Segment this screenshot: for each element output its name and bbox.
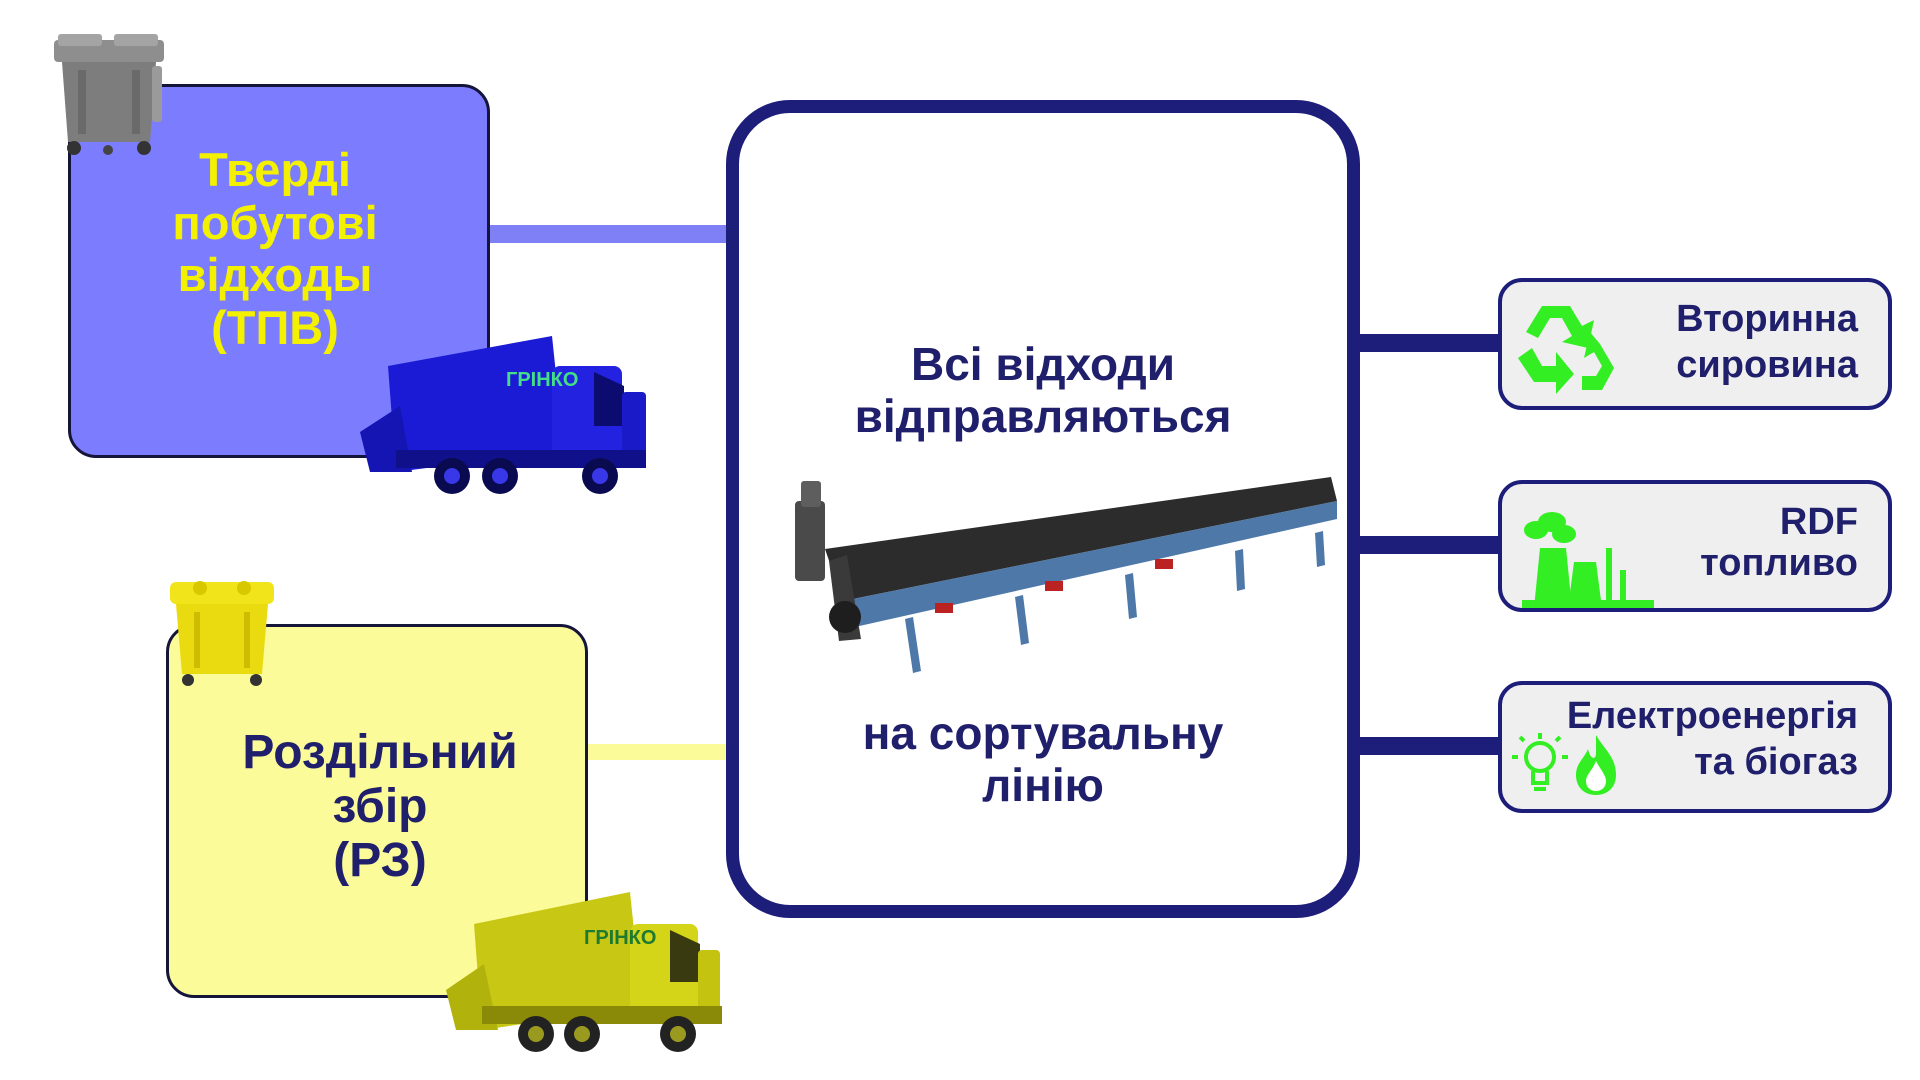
recycle-icon — [1518, 306, 1614, 394]
grey-bin-icon — [54, 34, 164, 155]
truck-logo-text-yellow: ГРІНКО — [584, 927, 656, 949]
truck-logo-text-blue: ГРІНКО — [506, 369, 578, 391]
bulb-flame-icon — [1512, 733, 1616, 795]
output-label-energy-biogas: Електроенергія та біогаз — [1566, 695, 1858, 784]
output-box-rdf-fuel: RDF топливо — [1498, 480, 1892, 612]
source-label-rz: Роздільний збір (РЗ) — [242, 726, 518, 887]
connector-energy — [1358, 737, 1502, 755]
output-box-secondary-raw: Вторинна сировина — [1498, 278, 1892, 410]
yellow-garbage-truck-icon: ГРІНКО — [446, 892, 722, 1052]
output-box-energy-biogas: Електроенергія та біогаз — [1498, 681, 1892, 813]
blue-garbage-truck-icon: ГРІНКО — [360, 336, 646, 494]
connector-rdf — [1358, 536, 1502, 554]
connector-rz — [586, 744, 728, 760]
yellow-bin-icon — [170, 581, 274, 686]
center-sorting-box: Всі відходи відправляються на сортувальн… — [726, 100, 1360, 918]
center-top-text: Всі відходи відправляються — [854, 338, 1232, 442]
output-label-rdf-fuel: RDF топливо — [1700, 501, 1858, 585]
center-bottom-text: на сортувальну лінію — [862, 707, 1224, 811]
connector-secondary — [1358, 334, 1502, 352]
source-label-tpv: Тверді побутові відходы (ТПВ) — [172, 143, 378, 354]
output-label-secondary-raw: Вторинна сировина — [1676, 298, 1858, 387]
conveyor-belt-icon — [795, 477, 1337, 673]
connector-tpv — [488, 225, 728, 243]
power-plant-icon — [1522, 512, 1654, 608]
